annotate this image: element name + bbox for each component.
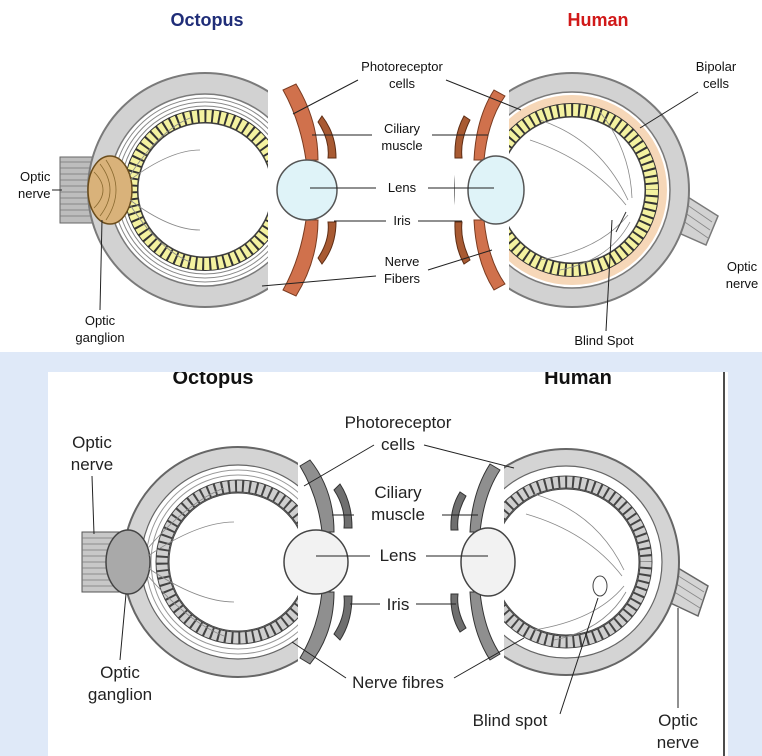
human-lens-grey xyxy=(461,528,515,596)
label-optic-ganglion-2: ganglion xyxy=(75,330,124,345)
label-photoreceptor-2: cells xyxy=(389,76,416,91)
label-iris-grey: Iris xyxy=(387,595,410,614)
greyscale-eye-diagram: Octopus Human xyxy=(48,372,728,756)
label-blind-spot-grey: Blind spot xyxy=(473,711,548,730)
label-ciliary-1-grey: Ciliary xyxy=(374,483,422,502)
label-optic-ganglion-1: Optic xyxy=(85,313,116,328)
octopus-eye-grey xyxy=(82,434,356,690)
label-nerve-fibers-2: Fibers xyxy=(384,271,421,286)
colour-eye-diagram: Octopus Human xyxy=(0,0,762,352)
octopus-optic-ganglion-grey xyxy=(106,530,150,594)
label-nerve-fibers-1: Nerve xyxy=(385,254,420,269)
label-nerve-fibres-grey: Nerve fibres xyxy=(352,673,444,692)
octopus-lens xyxy=(277,160,337,220)
label-blind-spot: Blind Spot xyxy=(574,333,634,348)
label-optic-ganglion-1-grey: Optic xyxy=(100,663,140,682)
label-ciliary-2-grey: muscle xyxy=(371,505,425,524)
label-ciliary-1: Ciliary xyxy=(384,121,421,136)
blind-spot-grey xyxy=(593,576,607,596)
label-optic-nerve-right-2-grey: nerve xyxy=(657,733,700,752)
human-eye-grey xyxy=(451,434,708,690)
greyscale-eye-svg: Octopus Human xyxy=(48,372,728,756)
octopus-eye xyxy=(60,60,337,320)
octopus-title: Octopus xyxy=(170,10,243,30)
label-bipolar-1: Bipolar xyxy=(696,59,737,74)
octopus-lens-grey xyxy=(284,530,348,594)
human-lens xyxy=(468,156,524,224)
label-photoreceptor-1: Photoreceptor xyxy=(361,59,443,74)
label-optic-nerve-right-1-grey: Optic xyxy=(658,711,698,730)
octopus-title-cropped: Octopus xyxy=(172,372,253,389)
label-optic-nerve-left-2-grey: nerve xyxy=(71,455,114,474)
label-optic-nerve-right-2: nerve xyxy=(726,276,759,291)
label-lens-grey: Lens xyxy=(380,546,417,565)
label-lens: Lens xyxy=(388,180,417,195)
human-title-cropped: Human xyxy=(544,372,612,389)
label-optic-nerve-left-2: nerve xyxy=(18,186,51,201)
label-ciliary-2: muscle xyxy=(381,138,422,153)
label-bipolar-2: cells xyxy=(703,76,730,91)
human-title: Human xyxy=(567,10,628,30)
label-optic-nerve-left-1-grey: Optic xyxy=(72,433,112,452)
label-iris: Iris xyxy=(393,213,411,228)
label-photoreceptor-1-grey: Photoreceptor xyxy=(345,413,452,432)
label-optic-nerve-right-1: Optic xyxy=(727,259,758,274)
label-optic-ganglion-2-grey: ganglion xyxy=(88,685,152,704)
label-optic-nerve-left-1: Optic xyxy=(20,169,51,184)
label-photoreceptor-2-grey: cells xyxy=(381,435,415,454)
colour-eye-svg: Octopus Human xyxy=(0,0,762,352)
